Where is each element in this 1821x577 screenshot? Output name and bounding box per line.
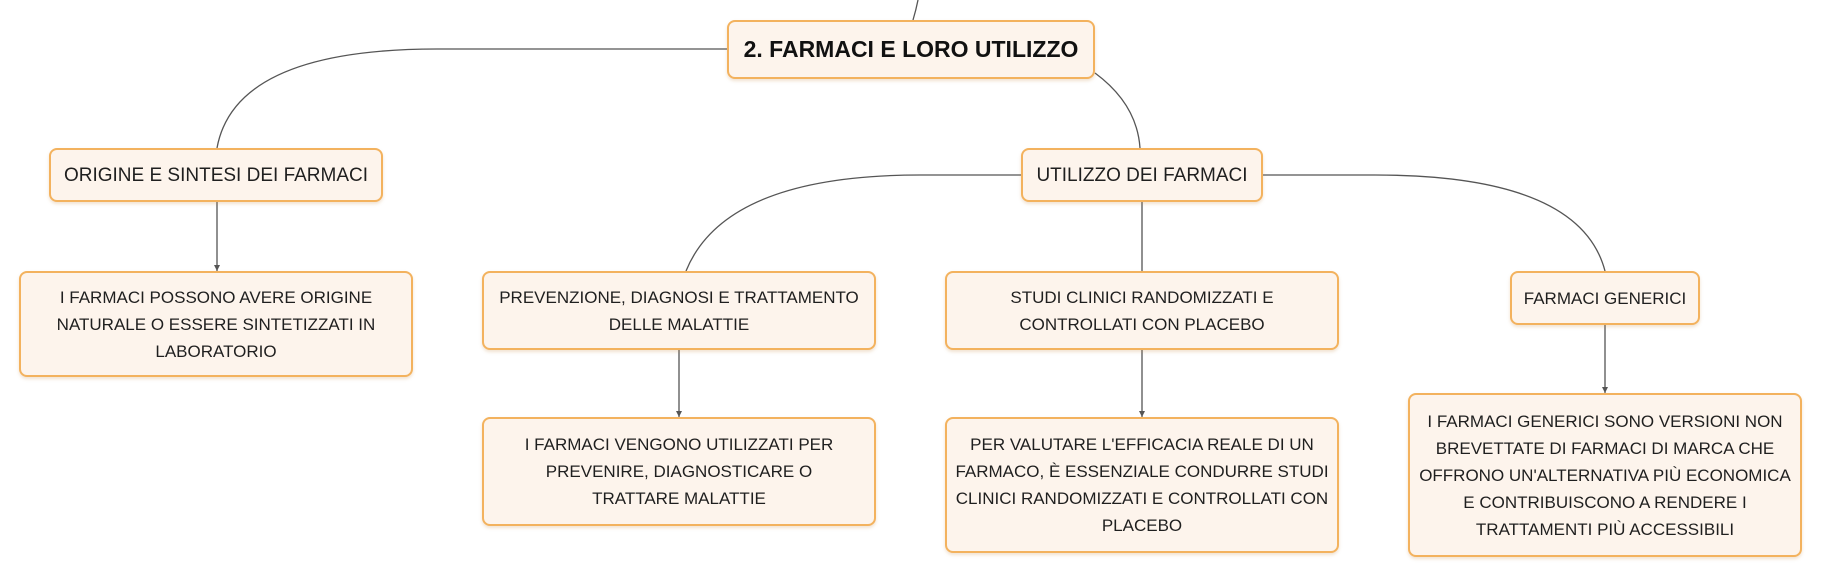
node-studi-clinici[interactable]: STUDI CLINICI RANDOMIZZATI E CONTROLLATI… [945, 271, 1339, 350]
connector-root-utilizzo [1094, 72, 1141, 149]
connector-utilizzo-prevenzione [685, 174, 1021, 272]
root-node[interactable]: 2. FARMACI E LORO UTILIZZO [727, 20, 1095, 79]
node-prevenzione-dettaglio[interactable]: I FARMACI VENGONO UTILIZZATI PER PREVENI… [482, 417, 876, 526]
node-origine-sintesi[interactable]: ORIGINE E SINTESI DEI FARMACI [49, 148, 383, 202]
connector-incoming-root [912, 0, 919, 21]
node-farmaci-generici[interactable]: FARMACI GENERICI [1510, 271, 1700, 325]
node-generici-dettaglio[interactable]: I FARMACI GENERICI SONO VERSIONI NON BRE… [1408, 393, 1802, 557]
node-prevenzione-diagnosi[interactable]: PREVENZIONE, DIAGNOSI E TRATTAMENTO DELL… [482, 271, 876, 350]
node-utilizzo-farmaci[interactable]: UTILIZZO DEI FARMACI [1021, 148, 1263, 202]
node-origine-dettaglio[interactable]: I FARMACI POSSONO AVERE ORIGINE NATURALE… [19, 271, 413, 377]
node-studi-dettaglio[interactable]: PER VALUTARE L'EFFICACIA REALE DI UN FAR… [945, 417, 1339, 553]
connector-root-origine [216, 48, 727, 149]
connector-utilizzo-generici [1263, 174, 1606, 272]
